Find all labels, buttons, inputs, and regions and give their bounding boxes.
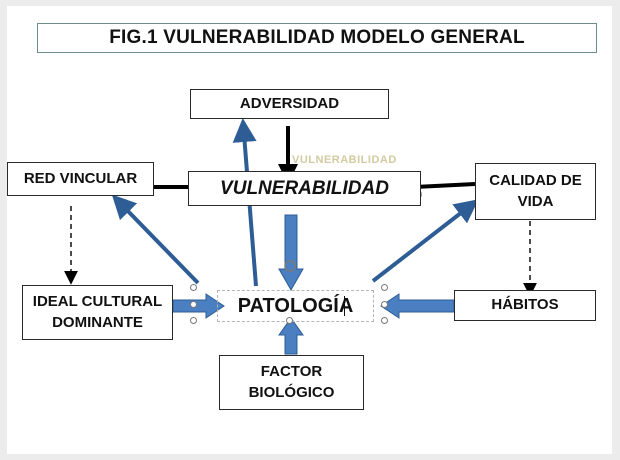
figure-title: FIG.1 VULNERABILIDAD MODELO GENERAL — [37, 23, 597, 53]
block-arrow-factor-to-patologia — [278, 317, 304, 355]
resize-handle-top-left[interactable] — [190, 284, 197, 291]
node-vulnerabilidad: VULNERABILIDAD — [188, 171, 421, 206]
arrow-calidad-to-vulnerabilidad — [401, 176, 476, 197]
resize-handle-middle-left[interactable] — [190, 301, 197, 308]
resize-handle-top-right[interactable] — [381, 284, 388, 291]
slide-canvas: FIG.1 VULNERABILIDAD MODELO GENERAL — [7, 6, 612, 454]
node-ideal-cultural-dominante: IDEAL CULTURAL DOMINANTE — [22, 285, 173, 340]
block-arrow-vulnerabilidad-to-patologia — [278, 214, 304, 292]
arrow-patologia-to-adversidad — [232, 118, 258, 287]
arrow-patologia-to-calidad-de-vida — [371, 199, 479, 283]
node-adversidad: ADVERSIDAD — [190, 89, 389, 119]
resize-handle-bottom-left[interactable] — [190, 317, 197, 324]
block-arrow-habitos-to-patologia — [380, 293, 455, 319]
node-factor-biologico: FACTOR BIOLÓGICO — [219, 355, 364, 410]
node-habitos: HÁBITOS — [454, 290, 596, 321]
ghost-text: VULNERABILIDAD — [292, 154, 397, 166]
resize-handle-bottom-right[interactable] — [381, 317, 388, 324]
node-calidad-de-vida: CALIDAD DE VIDA — [475, 163, 596, 220]
resize-handle-bottom-center[interactable] — [286, 317, 293, 324]
rotate-handle-icon[interactable] — [284, 260, 296, 272]
connector-layer — [64, 118, 537, 355]
node-patologia[interactable]: PATOLOGÍA — [217, 290, 374, 322]
resize-handle-middle-right[interactable] — [381, 301, 388, 308]
block-arrow-ideal-to-patologia — [172, 293, 225, 319]
text-cursor — [344, 296, 345, 316]
node-red-vincular: RED VINCULAR — [7, 162, 154, 196]
arrow-patologia-to-red-vincular — [111, 194, 200, 285]
